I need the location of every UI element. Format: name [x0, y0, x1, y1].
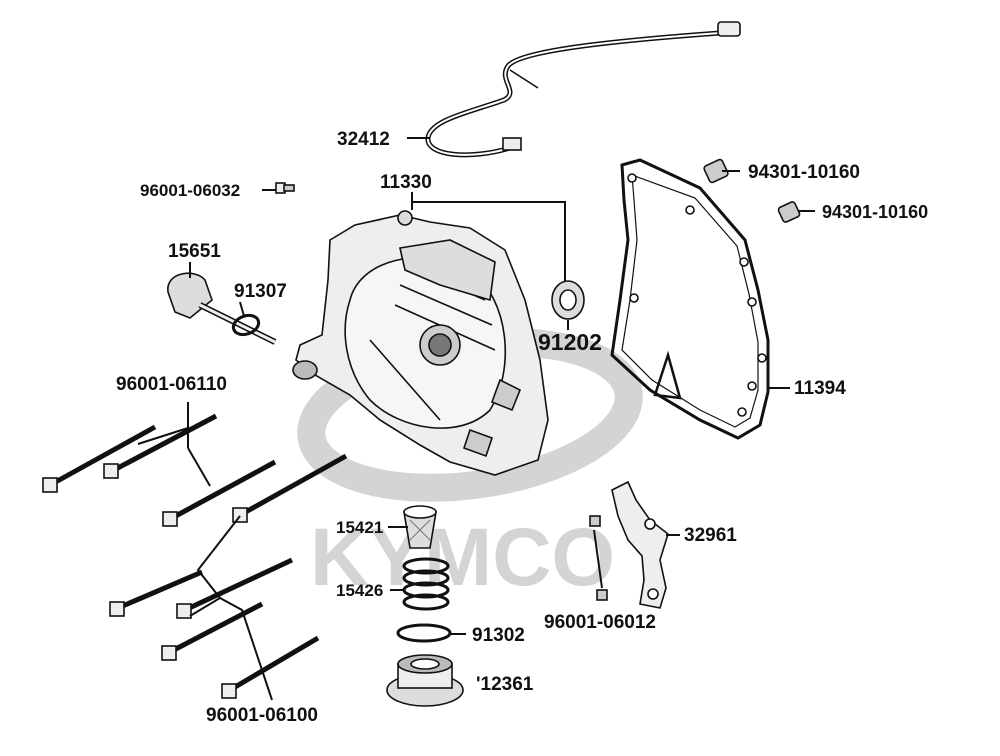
- dowel-body: [703, 158, 729, 184]
- o-ring-shape: [396, 623, 452, 643]
- gasket-outline: [610, 158, 770, 440]
- part-labels: 32412 96001-06032 11330 94301-10160 9430…: [116, 129, 928, 726]
- cable-wire: [425, 29, 735, 158]
- bracket-hole: [644, 518, 656, 530]
- leader-line: [137, 402, 211, 487]
- leader-line: [189, 515, 273, 701]
- bolt-head: [103, 463, 119, 479]
- label-32412: 32412: [337, 129, 390, 150]
- dipstick-shaft-inner: [199, 303, 276, 344]
- label-12361: '12361: [476, 674, 534, 695]
- cable-sheath: [509, 69, 539, 89]
- gasket-hole: [747, 297, 757, 307]
- label-15651: 15651: [168, 241, 221, 262]
- label-94301-10160-b: 94301-10160: [822, 202, 928, 222]
- screw-96001-06032: [275, 182, 295, 194]
- leader-91307: [239, 301, 245, 317]
- cable-wire-inner: [426, 31, 735, 156]
- bolt-group-96001-06100: [109, 515, 320, 701]
- screw-head: [596, 589, 608, 601]
- bolt-head: [221, 683, 237, 699]
- bolt-shaft: [228, 635, 320, 693]
- bolt-head: [42, 477, 58, 493]
- strainer-top: [403, 505, 437, 519]
- bolt-head: [176, 603, 192, 619]
- leader-11330: [411, 192, 566, 282]
- cover-lower-lugs: [462, 378, 522, 458]
- label-15421: 15421: [336, 518, 383, 537]
- case-cover-11330: [292, 210, 549, 476]
- bolt-shaft: [240, 453, 348, 517]
- cable-connector-end: [717, 21, 741, 37]
- label-96001-06100: 96001-06100: [206, 705, 318, 726]
- bolt-shaft: [117, 569, 203, 611]
- spring-coil: [402, 557, 450, 575]
- spring-15426: [402, 557, 450, 611]
- cover-side-port: [292, 360, 318, 380]
- label-91202: 91202: [538, 329, 602, 355]
- bolt-head: [161, 645, 177, 661]
- bolt-head: [162, 511, 178, 527]
- label-96001-06012: 96001-06012: [544, 612, 656, 633]
- gasket-hole: [627, 173, 637, 183]
- bolt-shaft: [183, 557, 294, 613]
- oil-dipstick-15651: [167, 272, 277, 345]
- dowel-pin-94301-10160-a: [703, 158, 729, 184]
- bolt-shaft: [168, 601, 264, 655]
- cover-top-lug: [397, 210, 413, 226]
- cap-center: [410, 658, 440, 670]
- gasket-hole: [737, 407, 747, 417]
- leader-line: [593, 529, 603, 589]
- bracket-32961: [611, 480, 669, 609]
- o-ring-shape: [231, 313, 261, 337]
- dowel-body: [777, 201, 801, 223]
- label-11394: 11394: [794, 378, 846, 399]
- screw-pair-96001-06012: [589, 515, 608, 601]
- oil-seal-91202: [551, 280, 585, 320]
- label-91302: 91302: [472, 625, 525, 646]
- spring-coil: [402, 593, 450, 611]
- dowel-pin-94301-10160-b: [777, 201, 801, 223]
- gasket-hole: [629, 293, 639, 303]
- leader-lines: [189, 137, 815, 635]
- seal-inner: [559, 289, 577, 311]
- cable-32412: [425, 21, 741, 158]
- label-15426: 15426: [336, 581, 383, 600]
- cover-top-block: [399, 239, 496, 302]
- bolt-head: [109, 601, 125, 617]
- bolt-group-96001-06110: [42, 402, 348, 527]
- gasket-hole: [685, 205, 695, 215]
- bolt-shaft: [112, 413, 218, 473]
- o-ring-91307: [231, 313, 261, 337]
- bracket-shape: [611, 480, 669, 609]
- gasket-tab: [653, 350, 682, 400]
- cover-bore: [428, 333, 452, 357]
- gasket-hole: [757, 353, 767, 363]
- bolt-shaft: [50, 424, 157, 487]
- label-11330: 11330: [380, 172, 432, 193]
- strainer-mesh: [409, 519, 431, 541]
- dipstick-knob: [167, 272, 213, 319]
- watermark-text: KYMCO: [310, 512, 615, 603]
- screw-head: [589, 515, 601, 527]
- label-96001-06110: 96001-06110: [116, 374, 227, 395]
- cable-terminal: [502, 137, 522, 151]
- label-96001-06032: 96001-06032: [140, 181, 240, 200]
- gasket-hole: [739, 257, 749, 267]
- drain-cap-12361: [386, 654, 464, 707]
- bolt-head: [232, 507, 248, 523]
- label-91307: 91307: [234, 281, 287, 302]
- gasket-hole: [747, 381, 757, 391]
- strainer-15421: [403, 505, 437, 549]
- bolt-shaft: [170, 459, 277, 521]
- gasket-11394: [610, 158, 770, 440]
- o-ring-91302: [396, 623, 452, 643]
- bracket-hole: [647, 588, 659, 600]
- label-94301-10160-a: 94301-10160: [748, 162, 860, 183]
- label-32961: 32961: [684, 525, 737, 546]
- screw-shank: [283, 184, 295, 192]
- spring-coil: [402, 569, 450, 587]
